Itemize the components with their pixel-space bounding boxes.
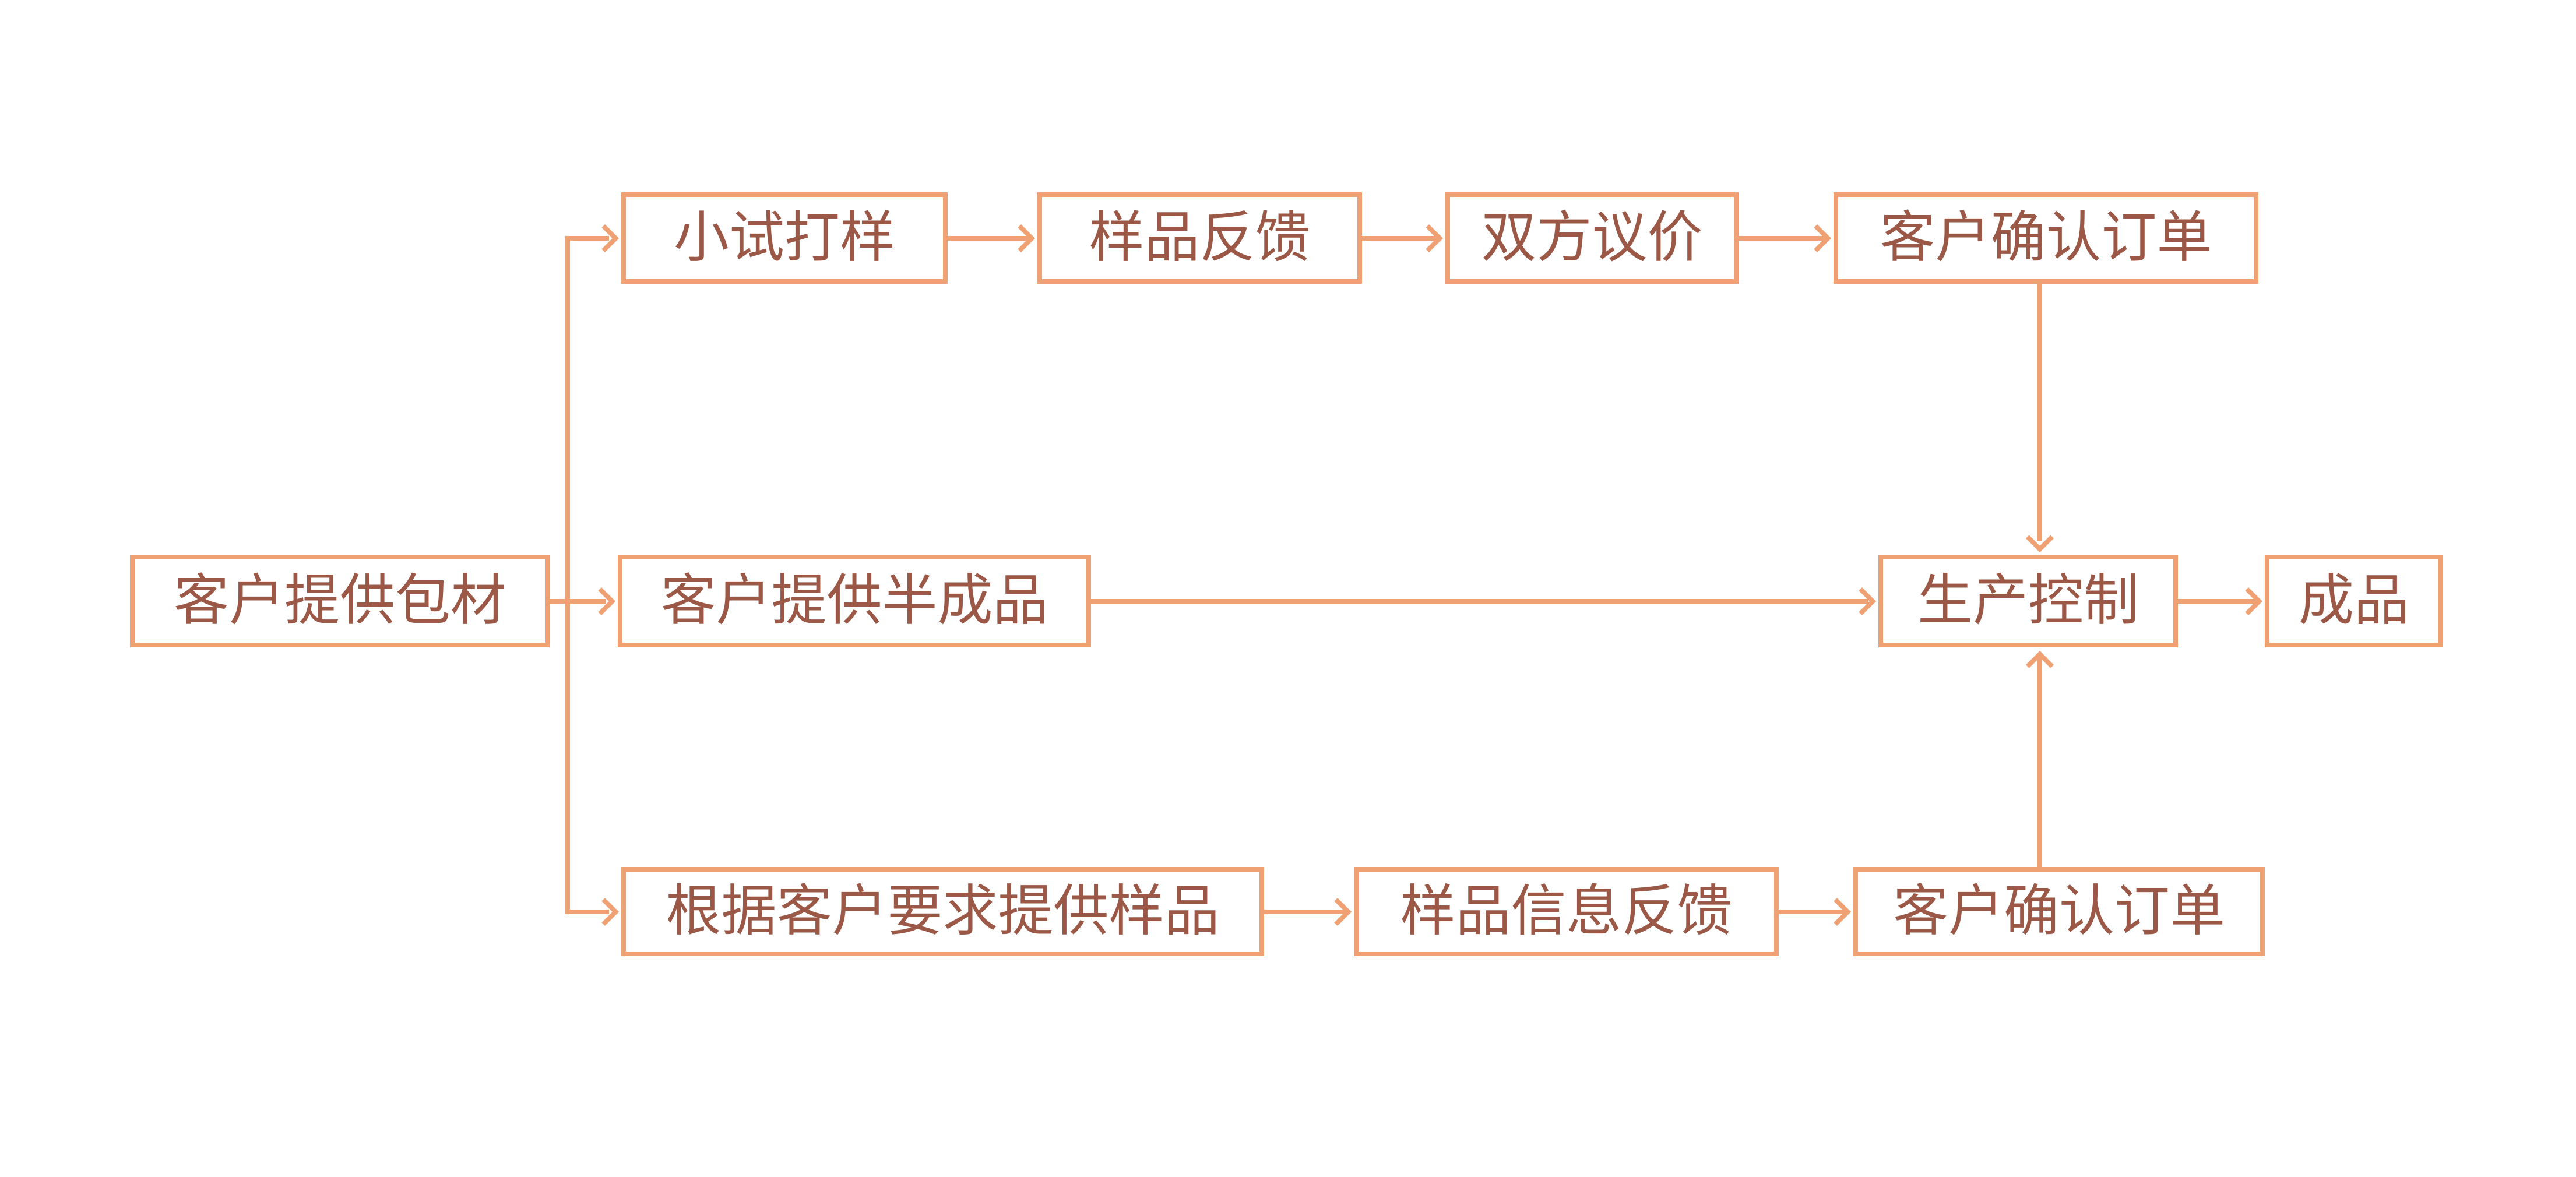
branch-to-sample-request-line [565, 910, 609, 914]
node-order-confirm-top: 客户确认订单 [1834, 192, 2258, 284]
negotiation-to-confirm-line [1734, 236, 1827, 241]
branch-vertical-line [565, 236, 570, 914]
arrowhead-right-icon [587, 587, 616, 616]
arrowhead-up-icon [2025, 650, 2054, 679]
node-finished-product: 成品 [2265, 555, 2443, 647]
production-to-finished-line [2173, 599, 2258, 604]
trial-to-feedback-line [943, 236, 1030, 241]
packaging-to-semi-finished-line [545, 599, 606, 604]
arrowhead-down-icon [2025, 524, 2054, 553]
branch-to-trial-sampling-line [565, 236, 609, 241]
arrowhead-right-icon [1822, 897, 1852, 926]
feedback-to-negotiation-line [1357, 236, 1438, 241]
confirm-bottom-to-production-line [2037, 656, 2042, 872]
arrowhead-right-icon [1323, 897, 1352, 926]
arrowhead-right-icon [1847, 587, 1877, 616]
node-semi-finished-supply: 客户提供半成品 [618, 555, 1091, 647]
node-order-confirm-bottom: 客户确认订单 [1853, 867, 2265, 956]
arrowhead-right-icon [2234, 587, 2263, 616]
sample-request-to-info-line [1259, 910, 1347, 914]
semi-finished-to-production-line [1086, 599, 1868, 604]
node-customer-packaging: 客户提供包材 [130, 555, 550, 647]
confirm-top-to-production-line [2037, 279, 2042, 541]
arrowhead-right-icon [590, 897, 620, 926]
node-price-negotiation: 双方议价 [1445, 192, 1739, 284]
node-sample-feedback: 样品反馈 [1037, 192, 1362, 284]
node-production-control: 生产控制 [1878, 555, 2178, 647]
node-sample-per-request: 根据客户要求提供样品 [621, 867, 1264, 956]
info-to-confirm-bottom-line [1774, 910, 1846, 914]
arrowhead-right-icon [1803, 224, 1832, 253]
arrowhead-right-icon [590, 224, 620, 253]
node-sample-info-feedback: 样品信息反馈 [1354, 867, 1779, 956]
arrowhead-right-icon [1007, 224, 1036, 253]
arrowhead-right-icon [1414, 224, 1444, 253]
node-trial-sampling: 小试打样 [621, 192, 948, 284]
